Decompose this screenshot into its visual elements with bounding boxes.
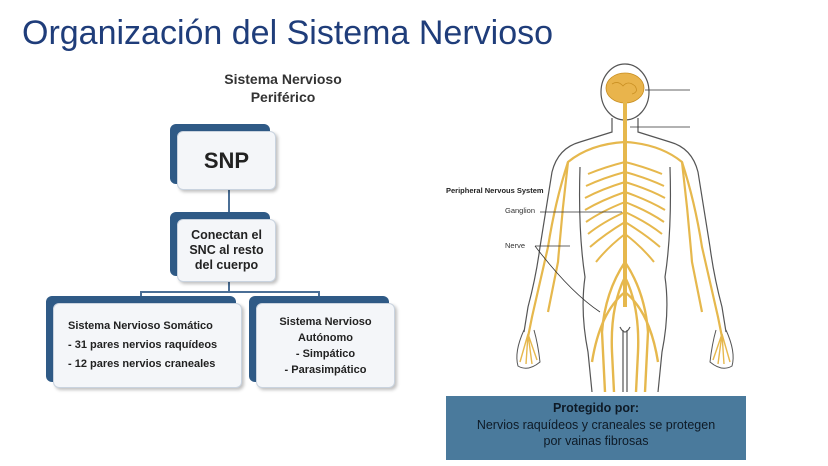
info-box-title: Protegido por:: [552, 401, 640, 415]
info-box-line-2: por vainas fibrosas: [543, 434, 649, 448]
body-outline: [523, 63, 727, 392]
connect-line-1: Conectan el: [191, 228, 262, 242]
info-box-line-1: Nervios raquídeos y craneales se protege…: [476, 418, 716, 432]
subtitle-line-2: Periférico: [250, 89, 316, 105]
autonomic-node: Sistema Nervioso Autónomo - Simpático - …: [249, 296, 395, 388]
label-pointers: [534, 89, 690, 313]
brain: [605, 72, 645, 104]
connect-node-body: Conectan el SNC al resto del cuerpo: [177, 219, 276, 282]
connect-node: Conectan el SNC al resto del cuerpo: [170, 212, 276, 282]
figure-label-ganglion: Ganglion: [505, 206, 536, 215]
figure-label-system: Peripheral Nervous System: [446, 186, 544, 195]
subtitle-line-1: Sistema Nervioso: [224, 71, 342, 87]
autonomic-title-1: Sistema Nervioso: [279, 315, 372, 328]
connector-to-somatic: [140, 291, 142, 300]
somatic-item-2: - 12 pares nervios craneales: [68, 358, 216, 370]
snp-node: SNP: [170, 124, 276, 190]
connect-line-2: SNC al resto: [189, 243, 264, 257]
nervous-system-figure: [516, 63, 734, 392]
autonomic-node-body: Sistema Nervioso Autónomo - Simpático - …: [256, 303, 395, 388]
connector-root-middle: [228, 190, 230, 214]
figure-label-nerve: Nerve: [505, 241, 526, 250]
leg-nerves: [590, 261, 660, 392]
somatic-item-1: - 31 pares nervios raquídeos: [68, 339, 218, 351]
diagram-subtitle: Sistema Nervioso Periférico: [178, 70, 388, 106]
intercostal-nerves: [584, 161, 666, 263]
somatic-node: Sistema Nervioso Somático - 31 pares ner…: [46, 296, 242, 388]
snp-node-label: SNP: [177, 131, 276, 190]
autonomic-item-2: - Parasimpático: [284, 363, 367, 376]
info-box-text: Nervios raquídeos y craneales se protege…: [446, 417, 746, 449]
connect-line-3: del cuerpo: [194, 258, 259, 272]
protection-info-box: Protegido por: Nervios raquídeos y crane…: [446, 396, 746, 460]
autonomic-item-1: - Simpático: [295, 347, 356, 360]
somatic-node-body: Sistema Nervioso Somático - 31 pares ner…: [53, 303, 242, 388]
hands: [519, 333, 731, 365]
autonomic-title-2: Autónomo: [298, 331, 353, 344]
connector-middle-down: [228, 282, 230, 292]
slide-title: Organización del Sistema Nervioso: [22, 14, 554, 52]
somatic-title: Sistema Nervioso Somático: [68, 320, 213, 332]
connector-horizontal: [140, 291, 320, 293]
connector-to-autonomic: [318, 291, 320, 300]
hand-outline: [516, 329, 734, 369]
